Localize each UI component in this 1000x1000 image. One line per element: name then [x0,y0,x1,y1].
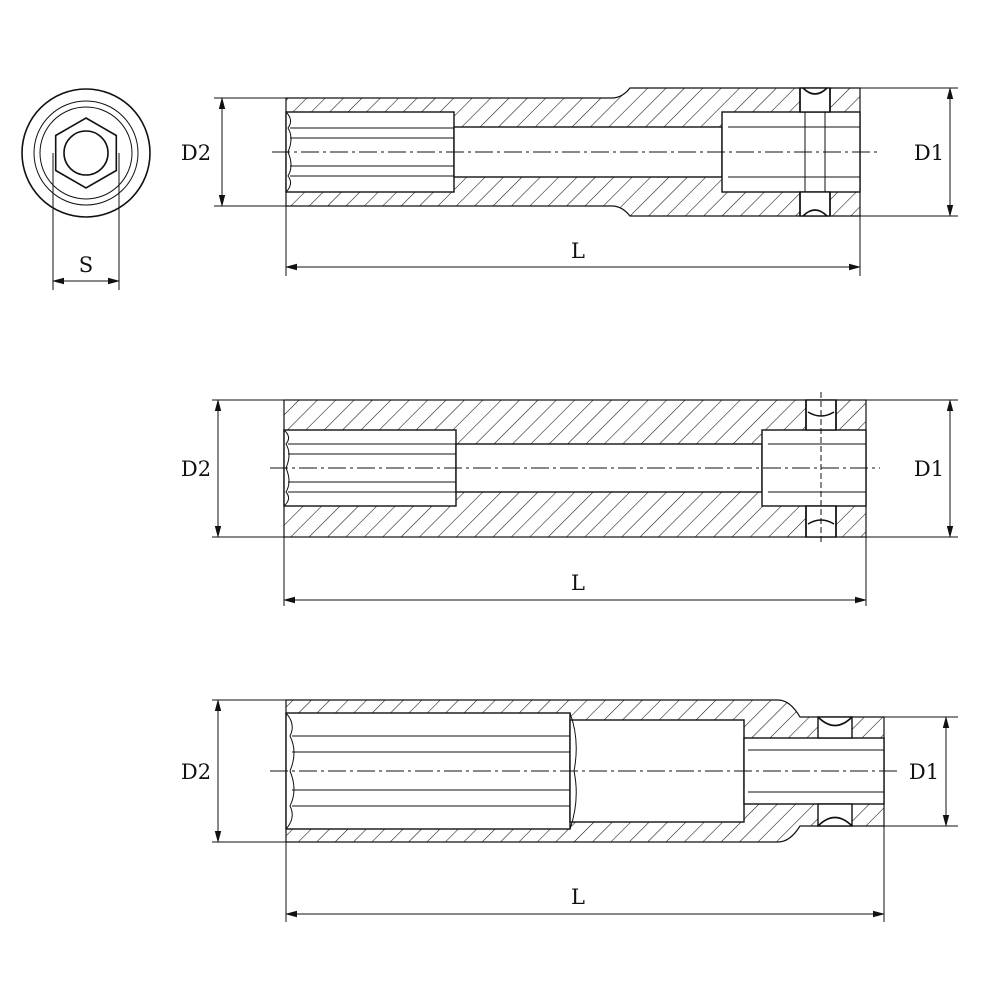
end-view-ring [33,100,139,206]
socket-view-3: D2 D1 L [181,699,958,922]
view2-d1-label: D1 [914,457,944,481]
view1-d2-label: D2 [181,141,211,165]
view1-l-label: L [571,239,585,263]
view1-d1-label: D1 [914,141,944,165]
socket-view-2: D2 D1 L [181,392,958,606]
view3-d2-label: D2 [181,760,211,784]
view3-d1-label: D1 [909,760,939,784]
view3-l-label: L [571,885,585,909]
end-view-outer-circle [21,88,151,218]
view2-d2-label: D2 [181,457,211,481]
end-view-hexagon [54,117,118,189]
view2-l-label: L [571,571,585,595]
s-label: S [79,253,93,277]
end-view-bore [63,130,109,176]
socket-end-view: S [21,88,151,290]
end-view-inner-ring [39,106,133,200]
socket-view-1: D2 D1 L [181,87,958,276]
